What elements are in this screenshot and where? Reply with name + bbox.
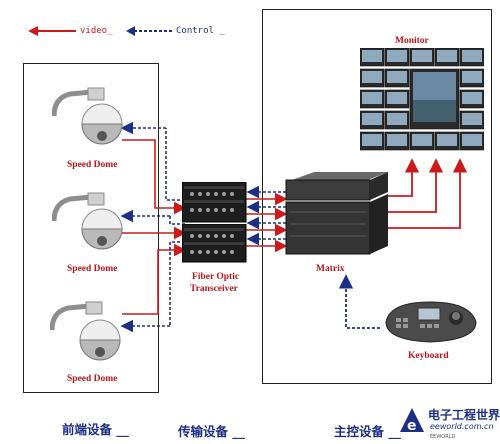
control-keyboard: [385, 301, 477, 343]
section-transmission: 传输设备 __: [178, 424, 245, 439]
eeworld-brand-url: eeworld.com.cn: [430, 422, 494, 431]
legend-video-label: video_: [80, 26, 113, 36]
keyboard-label: Keyboard: [408, 351, 449, 361]
eeworld-brand-sub: EEWORLD: [430, 434, 456, 440]
eeworld-brand-cn: 电子工程世界: [428, 408, 500, 422]
matrix-label: Matrix: [316, 264, 345, 274]
legend-control-label: Control _: [176, 26, 225, 36]
section-front-end: 前端设备 __: [62, 422, 129, 437]
speed-dome-label-3: Speed Dome: [67, 374, 118, 384]
speed-dome-camera-3: [50, 301, 121, 361]
section-control: 主控设备 __: [334, 424, 401, 439]
speed-dome-label-2: Speed Dome: [67, 264, 118, 274]
speed-dome-camera-2: [52, 192, 123, 250]
transceiver-label-line2: Transceiver: [190, 284, 238, 294]
legend-control-arrow: [126, 26, 172, 36]
speed-dome-camera-1: [52, 87, 123, 145]
speed-dome-label-1: Speed Dome: [67, 160, 118, 170]
transceiver-label-line1: Fiber Optic: [192, 272, 240, 282]
monitor-wall: [360, 48, 484, 151]
eeworld-logo-icon: e: [400, 408, 424, 434]
fiber-optic-transceiver-bottom: [182, 224, 247, 263]
monitor-label: Monitor: [395, 36, 429, 46]
svg-text:e: e: [407, 418, 417, 434]
legend-video-arrow: [28, 26, 76, 36]
matrix-switcher: [285, 172, 388, 255]
fiber-optic-transceiver-top: [182, 182, 247, 223]
